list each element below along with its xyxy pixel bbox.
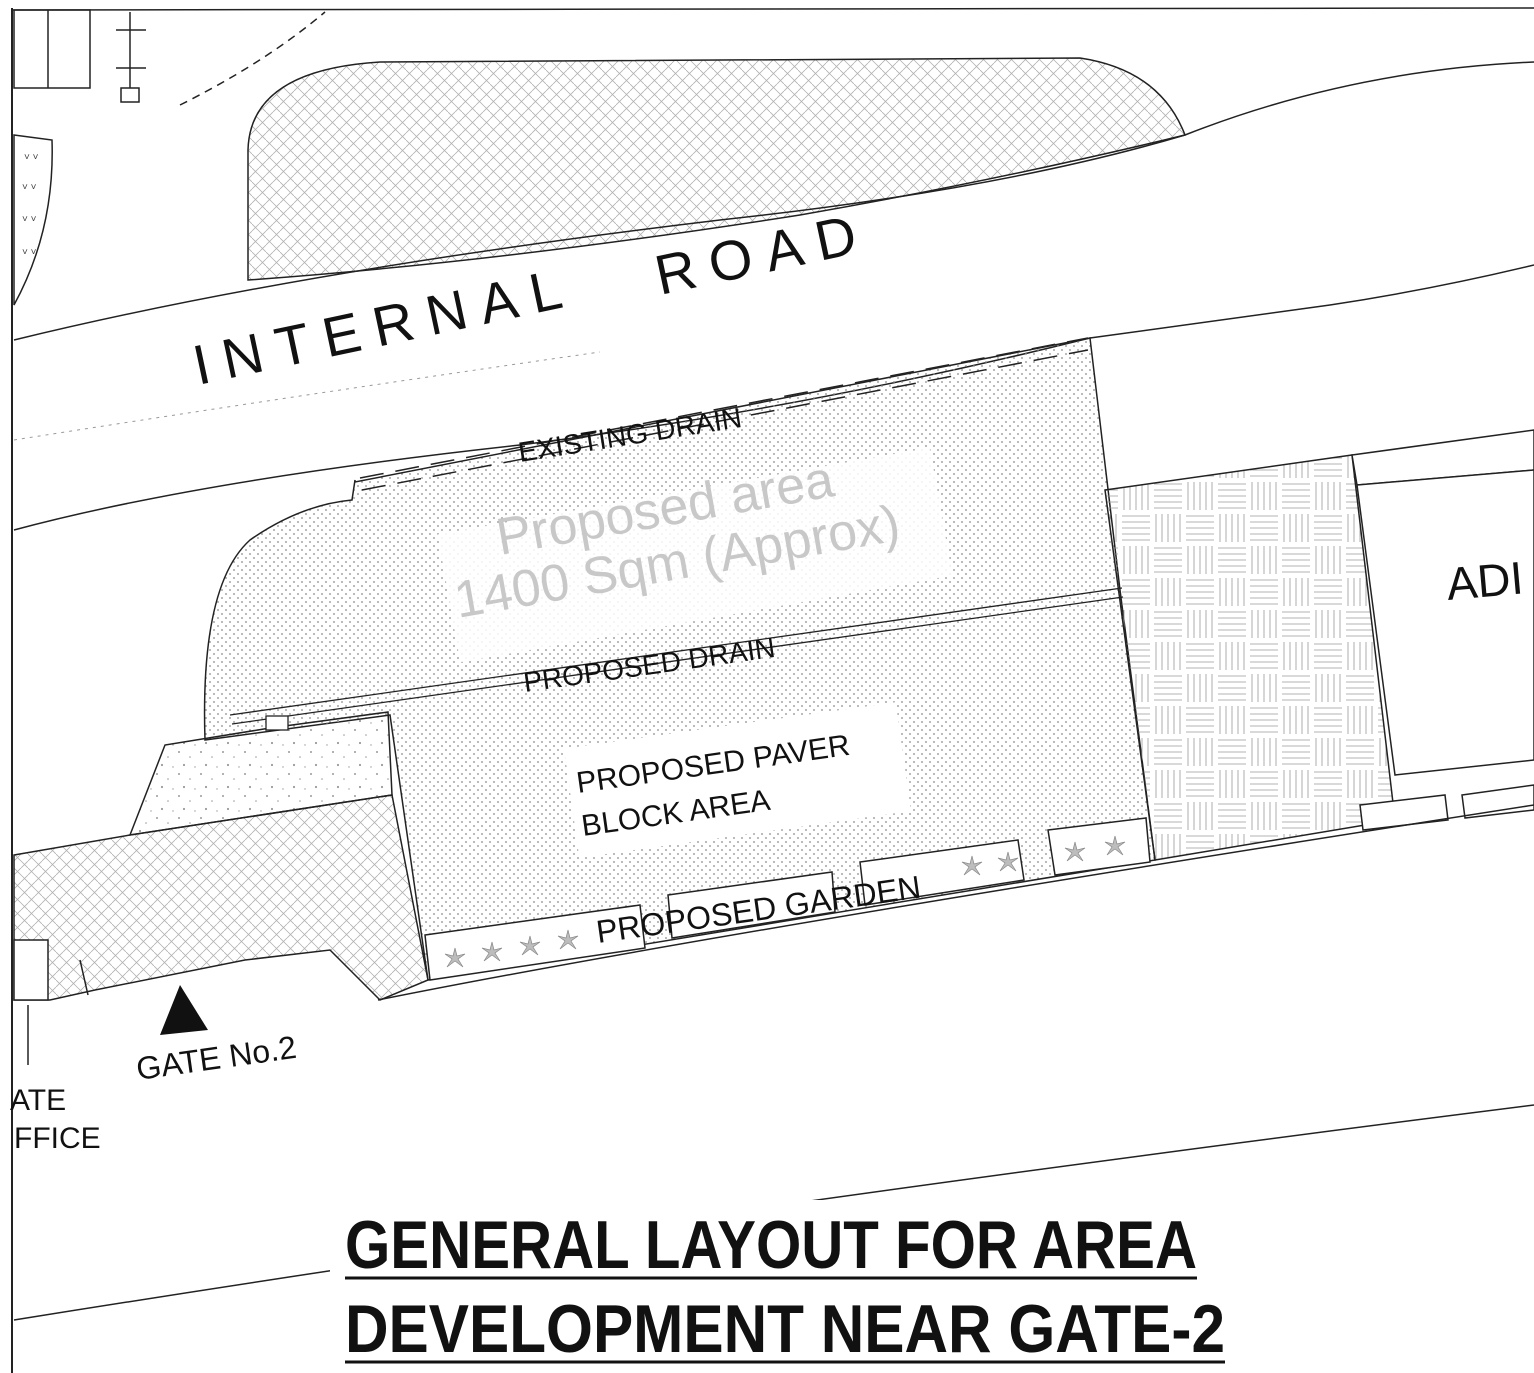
watermark-background xyxy=(437,447,953,663)
gate-no-label: GATE No.2 xyxy=(134,1029,299,1087)
basket-weave-paved-area xyxy=(1104,454,1396,861)
main-road-upper-edge xyxy=(377,804,1534,1001)
garden-beds xyxy=(424,817,1151,981)
gate-office-label-1: ATE xyxy=(10,1084,66,1117)
top-paved-area xyxy=(247,57,1187,281)
entrance-speckled-area xyxy=(128,711,393,836)
admin-label: ADI xyxy=(1444,551,1525,609)
paver-label-background xyxy=(563,702,912,858)
small-structure xyxy=(265,715,289,731)
svg-text:˅ ˅: ˅ ˅ xyxy=(22,247,37,258)
svg-text:˅ ˅: ˅ ˅ xyxy=(22,182,37,193)
internal-road-upper-edge xyxy=(13,61,1534,341)
gate-office-block xyxy=(13,939,89,1065)
proposed-drain-line xyxy=(229,587,1124,725)
admin-building xyxy=(1351,429,1534,831)
road-centerline xyxy=(13,351,601,441)
svg-text:˅ ˅: ˅ ˅ xyxy=(22,214,37,225)
svg-text:˅ ˅: ˅ ˅ xyxy=(24,152,39,163)
gate-arrow-icon xyxy=(160,985,208,1035)
top-left-planting-strip: ˅ ˅ ˅ ˅ ˅ ˅ ˅ ˅ xyxy=(13,134,53,306)
title-background xyxy=(330,1200,1240,1370)
top-left-structures xyxy=(13,9,326,106)
existing-drain-line xyxy=(359,337,1089,491)
frame-top-border xyxy=(11,7,1534,11)
entrance-paved-strip xyxy=(13,794,429,1001)
internal-road-label-1: INTERNAL xyxy=(187,254,581,396)
title-line-2: DEVELOPMENT NEAR GATE-2 xyxy=(345,1291,1225,1367)
title-line-1: GENERAL LAYOUT FOR AREA xyxy=(345,1207,1197,1283)
gate-office-label-2: FFICE xyxy=(14,1122,101,1155)
